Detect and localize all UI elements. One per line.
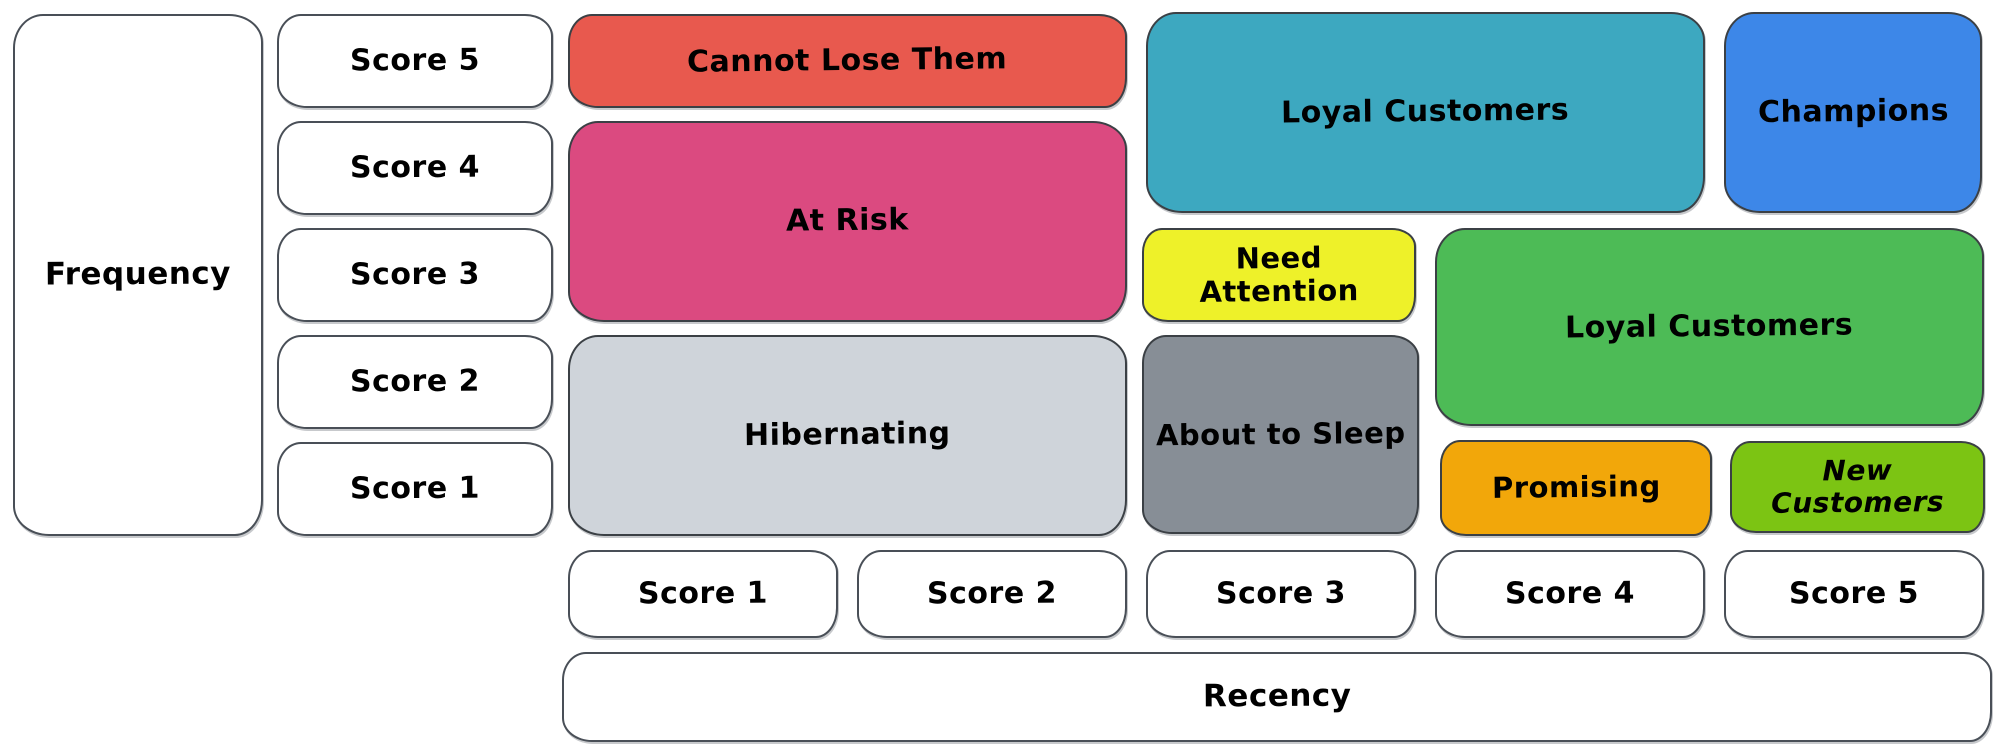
segment-need-attention-label: Need Attention [1199, 240, 1360, 309]
segment-cannot-lose-them-label: Cannot Lose Them [687, 41, 1008, 80]
segment-loyal-customers-top: Loyal Customers [1146, 12, 1705, 213]
frequency-score-5-label: Score 5 [349, 42, 481, 79]
segment-about-to-sleep: About to Sleep [1142, 335, 1419, 534]
segment-at-risk: At Risk [568, 121, 1127, 322]
segment-cannot-lose-them: Cannot Lose Them [568, 14, 1127, 108]
frequency-axis-label: Frequency [44, 255, 232, 293]
segment-loyal-customers-mid: Loyal Customers [1435, 228, 1984, 426]
recency-score-4-box: Score 4 [1435, 550, 1705, 638]
segment-loyal-customers-top-label: Loyal Customers [1281, 92, 1570, 131]
segment-hibernating: Hibernating [568, 335, 1127, 536]
recency-score-5-label: Score 5 [1788, 575, 1920, 612]
frequency-score-4-label: Score 4 [349, 149, 481, 186]
segment-hibernating-label: Hibernating [744, 416, 951, 454]
recency-score-2-label: Score 2 [926, 575, 1058, 612]
frequency-axis-box: Frequency [13, 14, 263, 536]
segment-loyal-customers-mid-label: Loyal Customers [1565, 307, 1854, 346]
recency-score-3-box: Score 3 [1146, 550, 1416, 638]
segment-about-to-sleep-label: About to Sleep [1155, 415, 1406, 453]
segment-promising-label: Promising [1491, 469, 1661, 506]
segment-new-customers-label: New Customers [1771, 453, 1945, 520]
segment-new-customers: New Customers [1730, 441, 1985, 533]
frequency-score-3-label: Score 3 [349, 256, 481, 293]
recency-score-4-label: Score 4 [1504, 575, 1636, 612]
frequency-score-4-box: Score 4 [277, 121, 553, 215]
frequency-score-5-box: Score 5 [277, 14, 553, 108]
frequency-score-2-box: Score 2 [277, 335, 553, 429]
segment-champions: Champions [1724, 12, 1982, 213]
segment-need-attention: Need Attention [1142, 228, 1416, 322]
segment-promising: Promising [1440, 440, 1712, 536]
segment-champions-label: Champions [1757, 93, 1949, 131]
recency-score-3-label: Score 3 [1215, 575, 1347, 612]
recency-axis-label: Recency [1202, 677, 1352, 715]
recency-score-1-label: Score 1 [637, 575, 769, 612]
segment-at-risk-label: At Risk [785, 202, 910, 239]
frequency-score-1-label: Score 1 [349, 470, 481, 507]
recency-score-5-box: Score 5 [1724, 550, 1984, 638]
recency-axis-box: Recency [562, 652, 1992, 742]
frequency-score-1-box: Score 1 [277, 442, 553, 536]
recency-score-1-box: Score 1 [568, 550, 838, 638]
frequency-score-3-box: Score 3 [277, 228, 553, 322]
frequency-score-2-label: Score 2 [349, 363, 481, 400]
recency-score-2-box: Score 2 [857, 550, 1127, 638]
